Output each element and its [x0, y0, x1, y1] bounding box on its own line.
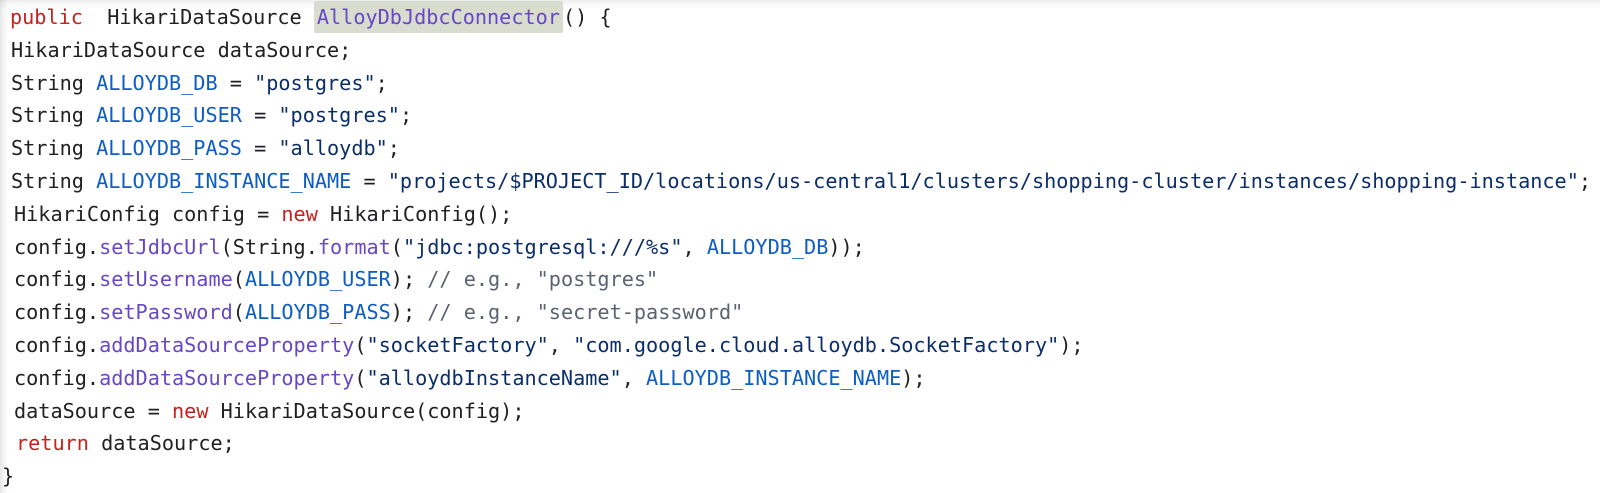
- code-token-constant: ALLOYDB_PASS: [244, 300, 391, 325]
- code-token-plain: () {: [562, 5, 612, 29]
- code-token-plain: ;: [375, 70, 388, 95]
- code-token-string: "postgres": [254, 70, 376, 95]
- code-token-plain: dataSource =: [14, 398, 173, 423]
- code-token-string: "com.google.cloud.alloydb.SocketFactory": [573, 332, 1060, 357]
- code-line: return dataSource;: [0, 427, 1600, 460]
- code-token-plain: ));: [828, 234, 865, 259]
- code-token-keyword: return: [16, 431, 89, 456]
- code-token-comment: // e.g., "secret-password": [427, 300, 744, 325]
- code-token-plain: =: [241, 103, 279, 128]
- code-token-plain: HikariDataSource(config);: [208, 398, 525, 423]
- code-token-constant: ALLOYDB_INSTANCE_NAME: [96, 168, 352, 193]
- code-token-plain: (String.: [220, 234, 318, 259]
- code-token-plain: HikariConfig();: [317, 201, 513, 226]
- code-line: String ALLOYDB_DB = "postgres";: [0, 67, 1600, 100]
- code-token-plain: );: [1059, 332, 1084, 357]
- code-token-constant: ALLOYDB_DB: [706, 234, 829, 259]
- code-line: public HikariDataSource AlloyDbJdbcConne…: [0, 1, 1600, 34]
- code-token-plain: ,: [548, 332, 574, 357]
- code-token-constant: ALLOYDB_USER: [244, 267, 391, 292]
- code-line: String ALLOYDB_PASS = "alloydb";: [0, 132, 1600, 165]
- code-line: config.addDataSourceProperty("alloydbIns…: [0, 362, 1600, 395]
- code-token-string: "projects/$PROJECT_ID/locations/us-centr…: [387, 168, 1579, 193]
- code-token-plain: (: [354, 332, 367, 357]
- code-line: config.setUsername(ALLOYDB_USER); // e.g…: [0, 263, 1600, 296]
- code-token-plain: config.: [14, 267, 100, 292]
- code-line: config.setJdbcUrl(String.format("jdbc:po…: [0, 231, 1600, 264]
- code-token-string: "alloydbInstanceName": [366, 365, 622, 390]
- code-line: config.addDataSourceProperty("socketFact…: [0, 329, 1600, 362]
- code-token-plain: ;: [1578, 168, 1592, 193]
- code-token-plain: config.: [14, 234, 100, 259]
- code-token-plain: =: [241, 136, 279, 161]
- code-token-plain: );: [901, 365, 926, 390]
- code-token-plain: ,: [682, 234, 707, 259]
- code-token-string: "postgres": [278, 103, 400, 128]
- code-token-plain: HikariDataSource: [82, 5, 314, 29]
- code-line: config.setPassword(ALLOYDB_PASS); // e.g…: [0, 296, 1600, 329]
- code-token-plain: (: [354, 365, 367, 390]
- code-line: String ALLOYDB_INSTANCE_NAME = "projects…: [0, 165, 1600, 198]
- code-token-string: "alloydb": [278, 136, 388, 161]
- code-line: HikariDataSource dataSource;: [0, 34, 1600, 67]
- code-token-method: addDataSourceProperty: [99, 365, 355, 390]
- code-token-plain: (: [232, 267, 245, 292]
- code-token-plain: HikariDataSource dataSource;: [11, 37, 352, 62]
- code-token-plain: String: [11, 103, 97, 128]
- code-token-keyword: new: [172, 398, 209, 423]
- code-token-plain: ,: [621, 365, 647, 390]
- code-token-plain: ;: [387, 136, 400, 161]
- code-token-constant: ALLOYDB_INSTANCE_NAME: [646, 365, 902, 390]
- code-line: }: [0, 460, 1600, 493]
- code-token-plain: config.: [14, 332, 100, 357]
- code-token-plain: (: [232, 300, 245, 325]
- code-token-comment: // e.g., "postgres": [427, 267, 659, 292]
- code-token-plain: String: [11, 168, 97, 193]
- code-token-plain: );: [390, 300, 428, 325]
- code-token-keyword: new: [281, 201, 318, 226]
- code-token-constant: ALLOYDB_DB: [96, 70, 218, 95]
- code-token-plain: String: [11, 70, 97, 95]
- code-token-method: addDataSourceProperty: [99, 332, 355, 357]
- code-token-method: setPassword: [99, 300, 233, 325]
- code-token-constant: ALLOYDB_USER: [96, 103, 242, 128]
- code-token-plain: config.: [14, 365, 100, 390]
- code-token-plain: =: [217, 70, 255, 95]
- code-token-method: setUsername: [99, 267, 233, 292]
- code-token-plain: }: [2, 464, 15, 489]
- code-token-keyword: public: [10, 5, 83, 29]
- code-line: HikariConfig config = new HikariConfig()…: [0, 198, 1600, 231]
- code-line: String ALLOYDB_USER = "postgres";: [0, 99, 1600, 132]
- code-token-plain: ;: [399, 103, 413, 128]
- code-line: dataSource = new HikariDataSource(config…: [0, 395, 1600, 428]
- code-token-string: "jdbc:postgresql:///%s": [402, 234, 683, 259]
- code-token-string: "socketFactory": [366, 332, 549, 357]
- code-token-plain: );: [390, 267, 428, 292]
- code-token-method: format: [317, 234, 391, 259]
- code-token-plain: dataSource;: [88, 431, 235, 456]
- code-token-plain: (: [390, 234, 403, 259]
- code-token-plain: HikariConfig config =: [14, 201, 282, 226]
- code-token-plain: config.: [14, 300, 100, 325]
- highlighted-method-name: AlloyDbJdbcConnector: [313, 1, 563, 33]
- code-token-method: setJdbcUrl: [99, 234, 221, 259]
- code-token-plain: String: [11, 136, 97, 161]
- code-token-plain: =: [351, 168, 388, 193]
- code-token-constant: ALLOYDB_PASS: [96, 136, 242, 161]
